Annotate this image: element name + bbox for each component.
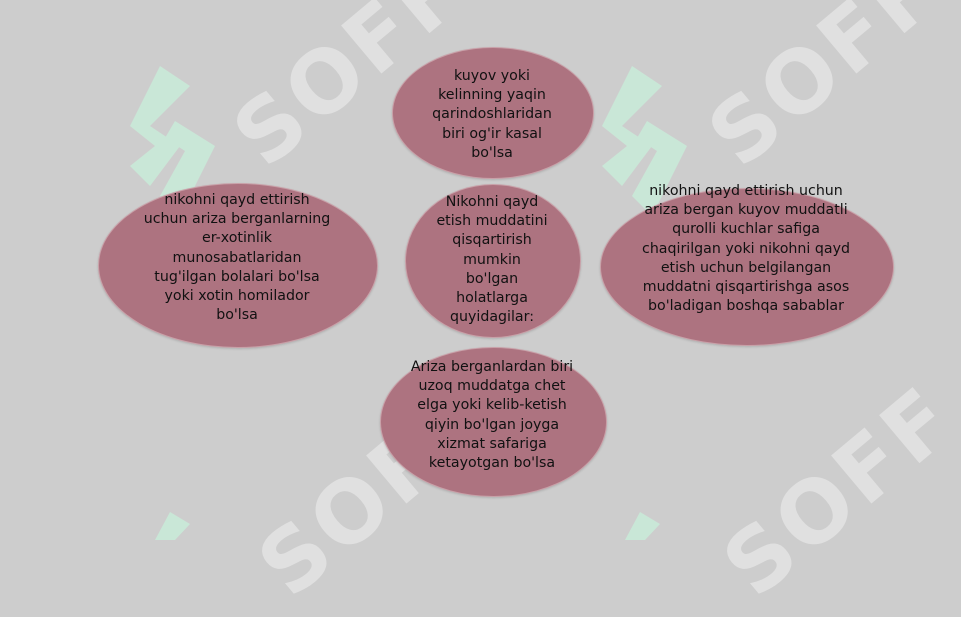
node-top-ellipse	[392, 47, 594, 179]
watermark-logo-icon	[625, 512, 660, 540]
watermark-logo-icon	[155, 512, 190, 540]
node-bottom-ellipse	[380, 347, 607, 497]
center-label: Nikohni qayd etish muddatini qisqartiris…	[436, 194, 548, 326]
node-right-label: nikohni qayd ettirish uchun ariza bergan…	[642, 183, 850, 315]
node-bottom-label: Ariza berganlardan biri uzoq muddatga ch…	[410, 359, 574, 472]
node-top-label: kuyov yoki kelinning yaqin qarindoshlari…	[432, 68, 552, 161]
watermark-text: SOFF	[705, 367, 961, 617]
node-left-label: nikohni qayd ettirish uchun ariza bergan…	[143, 192, 331, 324]
node-left-ellipse	[98, 183, 378, 348]
watermark-text: SOFF	[690, 0, 960, 187]
watermark-logo-icon	[602, 66, 687, 216]
center-ellipse	[405, 184, 581, 338]
node-right-ellipse	[600, 188, 894, 346]
